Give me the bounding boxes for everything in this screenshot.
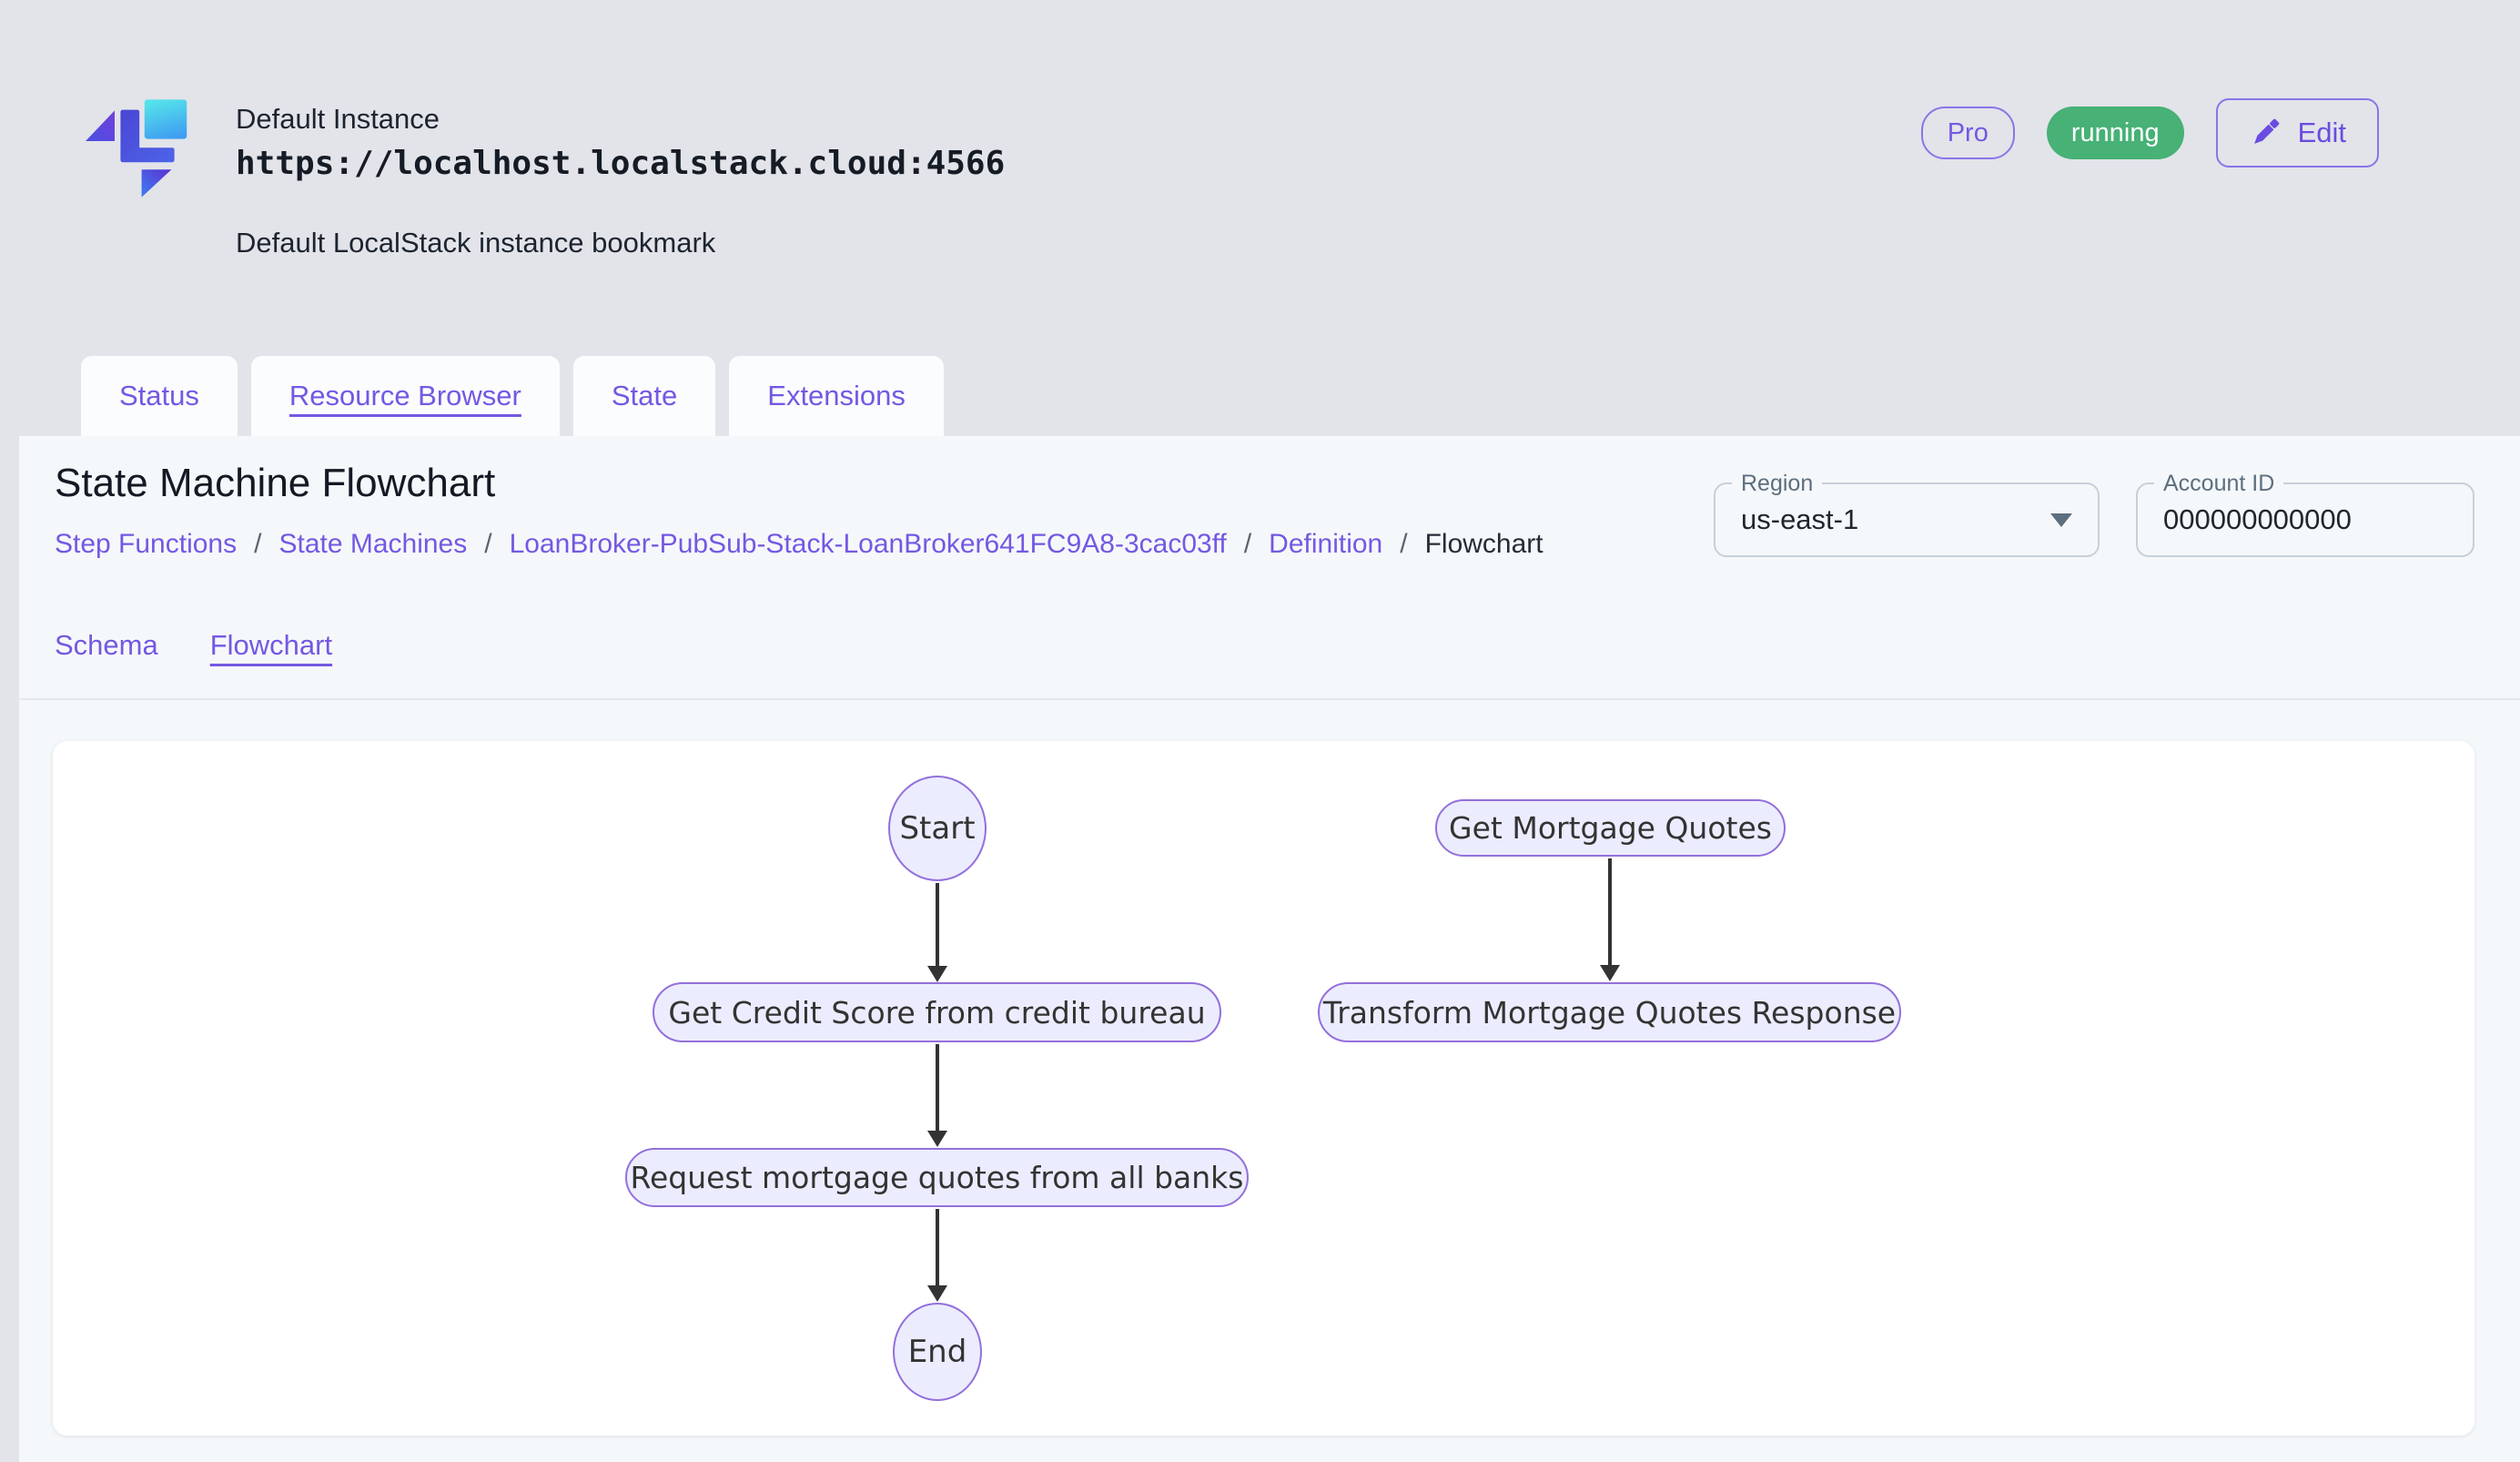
instance-endpoint-url: https://localhost.localstack.cloud:4566	[236, 145, 1006, 182]
account-id-input[interactable]	[2161, 490, 2447, 550]
tab-resource-browser[interactable]: Resource Browser	[250, 356, 560, 436]
instance-actions: Pro running Edit	[1920, 98, 2379, 168]
flowchart-node-get-mortgage-quotes: Get Mortgage Quotes	[1435, 799, 1786, 857]
instance-description: Default LocalStack instance bookmark	[236, 227, 716, 259]
breadcrumb-current-flowchart: Flowchart	[1424, 529, 1543, 559]
edit-button-label: Edit	[2297, 117, 2346, 148]
instance-name: Default Instance	[236, 103, 440, 135]
subtabs-divider	[19, 698, 2520, 700]
resource-browser-panel: State Machine Flowchart Step Functions /…	[19, 436, 2520, 1462]
chevron-down-icon	[2050, 513, 2072, 527]
pro-badge: Pro	[1920, 107, 2015, 159]
tab-extensions[interactable]: Extensions	[729, 356, 944, 436]
breadcrumb-state-machine-name[interactable]: LoanBroker-PubSub-Stack-LoanBroker641FC9…	[509, 529, 1227, 559]
tab-state[interactable]: State	[572, 356, 716, 436]
region-select-label: Region	[1732, 471, 1823, 496]
edit-button[interactable]: Edit	[2215, 98, 2379, 168]
status-badge: running	[2046, 107, 2184, 159]
breadcrumb-separator: /	[484, 529, 492, 559]
flowchart-arrow-credit-to-request	[936, 1044, 939, 1132]
account-id-field: Account ID	[2136, 471, 2474, 557]
region-select[interactable]: Region us-east-1	[1714, 471, 2100, 557]
breadcrumb-separator: /	[1400, 529, 1408, 559]
main-tabs: Status Resource Browser State Extensions	[81, 356, 944, 436]
definition-subtabs: Schema Flowchart	[55, 629, 332, 662]
flowchart-arrow-quotes-to-transform	[1608, 858, 1612, 966]
tab-status[interactable]: Status	[81, 356, 238, 436]
flowchart-arrow-start-to-credit	[936, 883, 939, 967]
flowchart-node-transform-response: Transform Mortgage Quotes Response	[1318, 982, 1901, 1042]
breadcrumb-separator: /	[254, 529, 262, 559]
page-title: State Machine Flowchart	[55, 461, 496, 505]
breadcrumb-state-machines[interactable]: State Machines	[278, 529, 468, 559]
subtab-schema[interactable]: Schema	[55, 629, 158, 661]
flowchart-node-end: End	[893, 1303, 982, 1401]
instance-info: Default Instance https://localhost.local…	[236, 102, 1005, 259]
flowchart-node-request-quotes: Request mortgage quotes from all banks	[625, 1148, 1249, 1207]
breadcrumb: Step Functions / State Machines / LoanBr…	[55, 529, 1543, 560]
localstack-logo	[86, 99, 187, 198]
flowchart-card: Start Get Credit Score from credit burea…	[53, 741, 2474, 1436]
breadcrumb-step-functions[interactable]: Step Functions	[55, 529, 238, 559]
flowchart-node-get-credit-score: Get Credit Score from credit bureau	[653, 982, 1221, 1042]
breadcrumb-separator: /	[1243, 529, 1252, 559]
flowchart-arrow-request-to-end	[936, 1209, 939, 1286]
region-select-value: us-east-1	[1741, 503, 1859, 535]
breadcrumb-definition[interactable]: Definition	[1269, 529, 1383, 559]
flowchart-node-start: Start	[888, 776, 987, 881]
subtab-flowchart[interactable]: Flowchart	[209, 629, 333, 661]
pencil-icon	[2253, 118, 2279, 144]
